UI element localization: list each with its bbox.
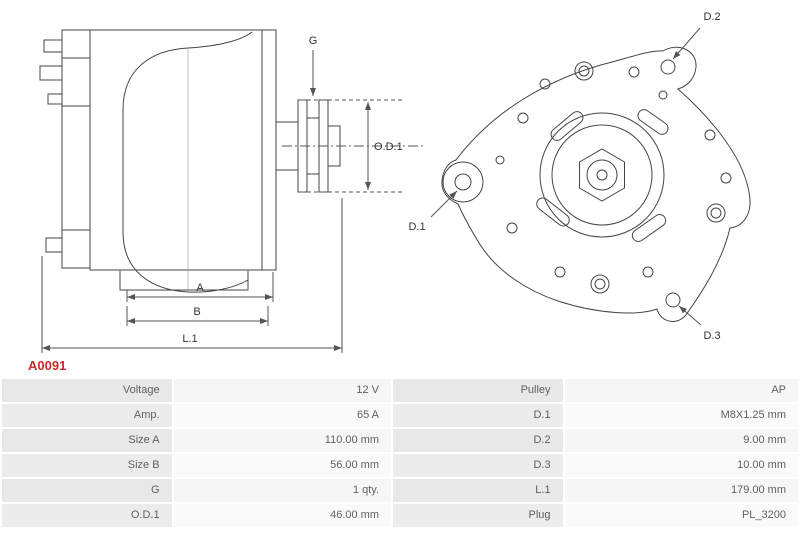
spec-label: Voltage bbox=[0, 377, 174, 404]
spec-label: Amp. bbox=[0, 402, 174, 429]
spec-label: L.1 bbox=[391, 477, 565, 504]
mounting-foot bbox=[119, 269, 249, 291]
spec-label: Plug bbox=[391, 502, 565, 529]
table-row: Voltage 12 V Pulley AP bbox=[0, 377, 800, 404]
technical-drawing: G O.D.1 A B L.1 D.1 D.2 D.3 bbox=[39, 11, 751, 353]
spec-label: D.3 bbox=[391, 452, 565, 479]
spec-label: D.2 bbox=[391, 427, 565, 454]
spec-value: 65 A bbox=[171, 402, 394, 429]
spec-label: Pulley bbox=[391, 377, 565, 404]
dim-label-b: B bbox=[193, 306, 200, 318]
spec-value: 1 qty. bbox=[171, 477, 394, 504]
alternator-body bbox=[89, 29, 277, 271]
spec-label: O.D.1 bbox=[0, 502, 174, 529]
spec-value: PL_3200 bbox=[562, 502, 800, 529]
table-row: Size B 56.00 mm D.3 10.00 mm bbox=[0, 452, 800, 479]
table-row: O.D.1 46.00 mm Plug PL_3200 bbox=[0, 502, 800, 529]
front-view-leaders bbox=[430, 27, 702, 326]
spec-table: Voltage 12 V Pulley AP Amp. 65 A D.1 M8X… bbox=[0, 377, 800, 529]
dimension-labels: G O.D.1 A B L.1 D.1 D.2 D.3 bbox=[182, 11, 720, 345]
front-housing-outline bbox=[441, 46, 751, 322]
spec-value: AP bbox=[562, 377, 800, 404]
mounting-hole-d2 bbox=[660, 59, 676, 75]
spec-label: Size A bbox=[0, 427, 174, 454]
spec-label: D.1 bbox=[391, 402, 565, 429]
spec-label: Size B bbox=[0, 452, 174, 479]
spec-value: 9.00 mm bbox=[562, 427, 800, 454]
table-row: Amp. 65 A D.1 M8X1.25 mm bbox=[0, 402, 800, 429]
rear-bracket bbox=[61, 29, 91, 269]
dim-label-d3: D.3 bbox=[703, 330, 720, 342]
spec-value: M8X1.25 mm bbox=[562, 402, 800, 429]
spec-label: G bbox=[0, 477, 174, 504]
hex-nut bbox=[579, 148, 625, 202]
spec-value: 12 V bbox=[171, 377, 394, 404]
spec-value: 10.00 mm bbox=[562, 452, 800, 479]
spec-value: 56.00 mm bbox=[171, 452, 394, 479]
spec-value: 46.00 mm bbox=[171, 502, 394, 529]
front-view-drawing bbox=[441, 46, 751, 322]
dim-label-d1: D.1 bbox=[408, 221, 425, 233]
alternator-diagram: G O.D.1 A B L.1 D.1 D.2 D.3 bbox=[39, 11, 751, 353]
side-view-drawing bbox=[39, 29, 341, 293]
spec-value: 110.00 mm bbox=[171, 427, 394, 454]
table-row: Size A 110.00 mm D.2 9.00 mm bbox=[0, 427, 800, 454]
dim-label-d2: D.2 bbox=[703, 11, 720, 23]
dim-label-od1: O.D.1 bbox=[374, 141, 403, 153]
spec-value: 179.00 mm bbox=[562, 477, 800, 504]
mounting-hole-d3 bbox=[665, 292, 681, 308]
side-view-dimensions bbox=[41, 50, 425, 353]
dim-label-l1: L.1 bbox=[182, 333, 197, 345]
dim-label-g: G bbox=[309, 35, 318, 47]
table-row: G 1 qty. L.1 179.00 mm bbox=[0, 477, 800, 504]
part-number: A0091 bbox=[28, 358, 67, 373]
mounting-lug-d1 bbox=[442, 161, 484, 203]
dim-label-a: A bbox=[196, 282, 204, 294]
